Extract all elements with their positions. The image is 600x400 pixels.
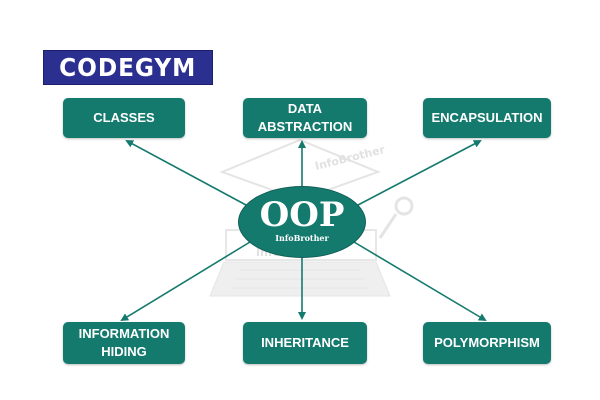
arrow-to-polymorphism <box>353 241 487 322</box>
concept-information-hiding: INFORMATION HIDING <box>63 322 185 364</box>
logo-text: CODEGYM <box>59 53 197 82</box>
oop-center-node: OOP InfoBrother <box>238 186 366 258</box>
concept-classes: CLASSES <box>63 98 185 138</box>
arrow-to-classes <box>125 140 247 206</box>
concept-polymorphism: POLYMORPHISM <box>423 322 551 364</box>
concept-data-abstraction: DATA ABSTRACTION <box>243 98 367 138</box>
arrow-to-information-hiding <box>120 241 251 322</box>
watermark-text-top: InfoBrother <box>314 143 387 173</box>
center-title: OOP <box>259 195 345 235</box>
arrow-to-encapsulation <box>357 140 482 206</box>
center-subtitle: InfoBrother <box>275 233 329 243</box>
concept-encapsulation: ENCAPSULATION <box>423 98 551 138</box>
concept-inheritance: INHERITANCE <box>243 322 367 364</box>
codegym-logo: CODEGYM <box>43 50 213 85</box>
